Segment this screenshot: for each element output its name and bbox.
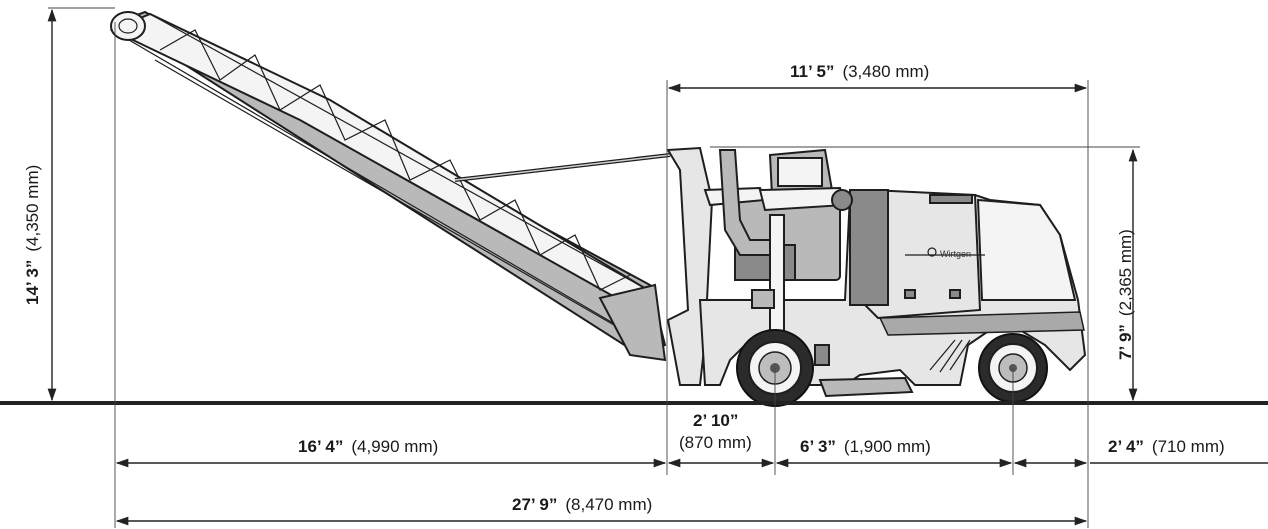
rear-overhang-label: 2’ 4”(710 mm) bbox=[1108, 437, 1225, 456]
brand-logo-text: Wirtgen bbox=[940, 249, 971, 259]
conveyor-length-label: 16’ 4”(4,990 mm) bbox=[298, 437, 438, 456]
dimension-arrows bbox=[47, 8, 1268, 526]
wheelbase-label: 6’ 3”(1,900 mm) bbox=[800, 437, 931, 456]
total-height-label: 14’ 3”(4,350 mm) bbox=[23, 165, 42, 305]
conveyor-boom bbox=[109, 10, 667, 362]
machine-height-label: 7’ 9”(2,365 mm) bbox=[1116, 229, 1135, 360]
total-length-label: 27’ 9”(8,470 mm) bbox=[512, 495, 652, 514]
front-overhang-metric: (870 mm) bbox=[679, 433, 752, 452]
extension-lines bbox=[48, 7, 1140, 528]
side-stripe bbox=[878, 311, 1085, 336]
front-overhang-imperial: 2’ 10” bbox=[693, 411, 738, 430]
side-panel bbox=[849, 189, 889, 306]
top-length-label: 11’ 5”(3,480 mm) bbox=[790, 62, 929, 81]
milling-machine-illustration: Wirtgen bbox=[109, 10, 1087, 407]
dimension-labels: 14’ 3”(4,350 mm) 7’ 9”(2,365 mm) 11’ 5”(… bbox=[23, 62, 1225, 514]
operator-platform bbox=[703, 148, 853, 341]
milling-drum-housing bbox=[818, 376, 914, 398]
wirtgen-badge: Wirtgen bbox=[905, 247, 985, 259]
